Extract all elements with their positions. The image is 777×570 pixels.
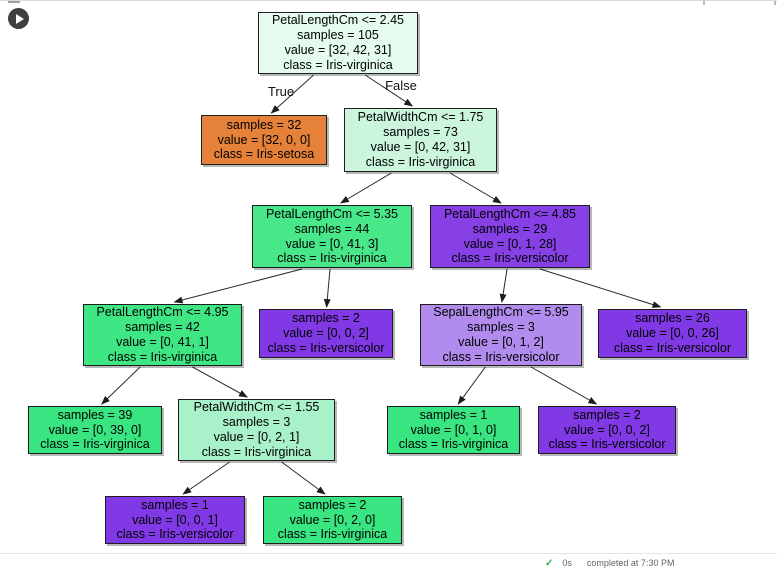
node-text-line: class = Iris-virginica bbox=[40, 437, 150, 452]
tree-edge bbox=[192, 366, 248, 398]
node-text-line: value = [0, 0, 26] bbox=[626, 326, 719, 341]
run-cell-button[interactable] bbox=[8, 8, 29, 29]
cell-status-bar: ✓ 0s completed at 7:30 PM bbox=[545, 557, 674, 569]
play-icon bbox=[16, 13, 24, 24]
node-text-line: samples = 1 bbox=[419, 407, 488, 422]
cell-status-divider bbox=[0, 553, 777, 554]
tree-edge bbox=[281, 461, 326, 495]
node-text-line: SepalLengthCm <= 5.95 bbox=[433, 305, 569, 320]
node-text-line: class = Iris-versicolor bbox=[267, 340, 385, 355]
node-text-line: value = [0, 41, 3] bbox=[285, 236, 379, 251]
node-text-line: PetalWidthCm <= 1.75 bbox=[357, 110, 484, 125]
top-right-tick bbox=[774, 1, 776, 5]
node-text-line: samples = 73 bbox=[383, 125, 458, 140]
completed-timestamp: completed at 7:30 PM bbox=[586, 558, 675, 568]
node-text-line: value = [0, 0, 2] bbox=[564, 422, 650, 437]
node-text-line: samples = 26 bbox=[635, 311, 710, 326]
node-text-line: samples = 39 bbox=[57, 407, 133, 422]
node-text-line: samples = 3 bbox=[222, 415, 291, 430]
node-text-line: samples = 2 bbox=[298, 497, 367, 512]
top-tick bbox=[703, 1, 705, 5]
node-text-line: class = Iris-versicolor bbox=[548, 437, 666, 452]
node-text-line: class = Iris-virginica bbox=[277, 251, 387, 266]
node-text-line: class = Iris-versicolor bbox=[116, 527, 234, 542]
node-text-line: class = Iris-versicolor bbox=[442, 349, 560, 364]
node-text-line: class = Iris-virginica bbox=[283, 57, 393, 72]
node-text-line: samples = 105 bbox=[297, 28, 379, 43]
node-text-line: class = Iris-virginica bbox=[365, 154, 476, 169]
node-text-line: value = [0, 1, 28] bbox=[463, 236, 557, 251]
node-text-line: class = Iris-versicolor bbox=[613, 340, 732, 355]
node-text-line: value = [0, 0, 2] bbox=[283, 326, 369, 341]
node-text-line: samples = 2 bbox=[292, 311, 360, 326]
node-text-line: samples = 1 bbox=[141, 497, 209, 512]
node-text-line: class = Iris-virginica bbox=[201, 444, 312, 459]
node-text-line: PetalWidthCm <= 1.55 bbox=[193, 400, 320, 415]
tree-edge bbox=[173, 268, 303, 304]
tree-edge bbox=[499, 268, 508, 303]
node-text-line: value = [0, 2, 1] bbox=[213, 430, 300, 444]
node-text-line: class = Iris-setosa bbox=[213, 147, 315, 162]
node-text-line: samples = 42 bbox=[125, 320, 200, 335]
node-text-line: samples = 29 bbox=[472, 221, 548, 236]
node-text-line: PetalLengthCm <= 5.35 bbox=[265, 206, 399, 221]
node-text-line: class = Iris-virginica bbox=[277, 527, 388, 542]
tree-edge bbox=[449, 172, 502, 204]
node-text-line: samples = 44 bbox=[294, 221, 370, 236]
tree-edge bbox=[539, 268, 662, 308]
tree-edge bbox=[101, 366, 141, 405]
edge-label-false: False bbox=[385, 78, 417, 93]
node-text-line: value = [32, 42, 31] bbox=[284, 43, 392, 57]
node-text-line: class = Iris-virginica bbox=[398, 437, 509, 452]
node-text-line: samples = 3 bbox=[467, 320, 535, 335]
node-text-line: PetalLengthCm <= 2.45 bbox=[271, 13, 405, 28]
edge-label-true: True bbox=[267, 84, 295, 99]
node-text-line: value = [0, 1, 0] bbox=[410, 422, 497, 437]
node-text-line: value = [0, 39, 0] bbox=[48, 422, 142, 437]
tree-edge bbox=[182, 461, 230, 495]
node-text-line: class = Iris-versicolor bbox=[451, 251, 569, 266]
tree-edge bbox=[457, 366, 486, 405]
node-text-line: value = [0, 42, 31] bbox=[370, 140, 471, 154]
check-icon: ✓ bbox=[545, 557, 554, 569]
node-text-line: value = [0, 41, 1] bbox=[116, 335, 209, 349]
node-text-line: samples = 2 bbox=[573, 407, 641, 422]
node-text-line: samples = 32 bbox=[226, 117, 302, 132]
tree-edge bbox=[530, 366, 598, 405]
node-text-line: PetalLengthCm <= 4.85 bbox=[443, 206, 577, 221]
node-text-line: value = [0, 0, 1] bbox=[132, 512, 218, 527]
node-text-line: class = Iris-virginica bbox=[107, 349, 218, 364]
tree-edge bbox=[323, 268, 331, 308]
execution-duration: 0s bbox=[562, 558, 572, 568]
tree-edge bbox=[339, 172, 392, 204]
node-text-line: value = [0, 2, 0] bbox=[289, 512, 376, 527]
node-text-line: value = [32, 0, 0] bbox=[217, 132, 311, 147]
node-text-line: PetalLengthCm <= 4.95 bbox=[96, 305, 229, 320]
cell-top-marker bbox=[8, 1, 20, 3]
node-text-line: value = [0, 1, 2] bbox=[458, 335, 544, 349]
